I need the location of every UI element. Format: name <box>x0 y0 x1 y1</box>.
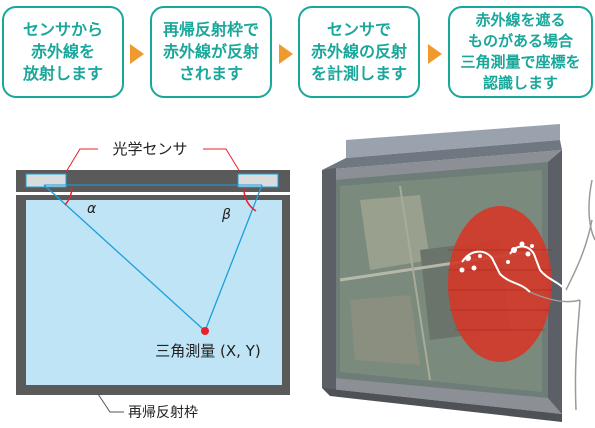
step-3-box: センサで 赤外線の反射 を計測します <box>298 6 420 98</box>
ray-right <box>204 184 263 332</box>
step-4-text: 赤外線を遮る ものがある場合 三角測量で座標を 認識します <box>460 11 581 92</box>
step-4-box: 赤外線を遮る ものがある場合 三角測量で座標を 認識します <box>448 6 593 98</box>
step-3-text: センサで 赤外線の反射 を計測します <box>310 20 407 83</box>
beta-arc <box>243 187 257 212</box>
triangulation-label: 三角測量 (X, Y) <box>155 342 260 360</box>
alpha-arc <box>64 187 73 206</box>
step-2-text: 再帰反射枠で 赤外線が反射 されます <box>162 20 259 83</box>
retro-reflective-frame <box>16 195 290 395</box>
touch-point <box>201 327 209 335</box>
display-illustration <box>322 124 562 422</box>
frame-label: 再帰反射枠 <box>128 404 198 421</box>
alpha-label: α <box>87 201 97 217</box>
beta-label: β <box>221 207 231 223</box>
sensor-leader-right <box>203 148 241 173</box>
arm-outline <box>529 179 595 411</box>
hand-detection-disc <box>448 206 552 362</box>
ray-left <box>43 184 206 332</box>
frame-leader <box>97 393 124 413</box>
arrow-right-icon <box>130 44 144 64</box>
hand-outline <box>461 245 567 293</box>
sensor-label: 光学センサ <box>112 140 187 158</box>
step-1-box: センサから 赤外線を 放射します <box>2 6 124 98</box>
sensor-left <box>25 173 67 188</box>
screen-area <box>26 200 282 385</box>
sensor-right <box>237 173 279 188</box>
sensor-leader-left <box>65 148 98 173</box>
touch-sparkle-icons <box>459 241 534 273</box>
step-1-text: センサから 赤外線を 放射します <box>22 20 103 83</box>
arrow-right-icon <box>279 44 293 64</box>
sensor-bar <box>16 170 290 192</box>
step-2-box: 再帰反射枠で 赤外線が反射 されます <box>150 6 272 98</box>
arrow-right-icon <box>428 44 442 64</box>
